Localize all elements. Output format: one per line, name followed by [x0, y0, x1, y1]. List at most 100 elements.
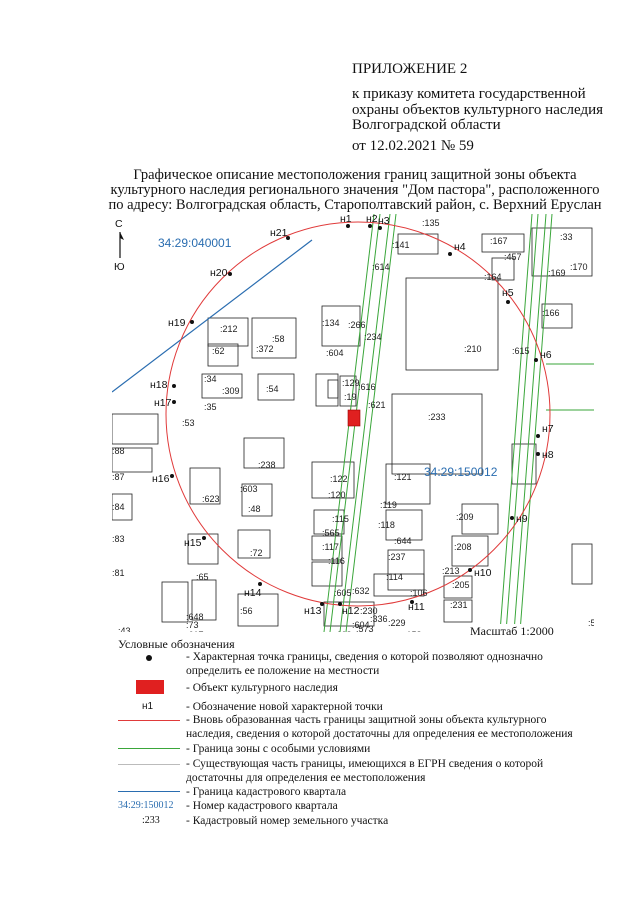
order-line-2: охраны объектов культурного наследия [352, 102, 604, 118]
parcel-label: :372 [256, 344, 274, 354]
parcel-label: :617 [186, 630, 204, 632]
boundary-point-н7 [536, 434, 540, 438]
parcel-label: :119 [380, 500, 397, 510]
quarter-label-2: 34:29:150012 [424, 465, 498, 479]
parcel-label: :81 [112, 568, 125, 578]
quarter-number-symbol: 34:29:150012 [118, 800, 174, 811]
boundary-point-label: н18 [150, 379, 168, 391]
parcel-label: :614 [372, 262, 390, 272]
parcel-label: :623 [202, 494, 220, 504]
boundary-point-label: н17 [154, 397, 172, 409]
boundary-point-label: н11 [408, 601, 425, 613]
parcel-label: :169 [548, 268, 566, 278]
boundary-point-label: н21 [270, 227, 288, 239]
legend-heading: Условные обозначения [118, 637, 235, 651]
boundary-point-н11 [410, 600, 414, 604]
parcel-label: :616 [358, 382, 376, 392]
parcel-label: :164 [484, 272, 502, 282]
parcel-label: :134 [322, 318, 340, 328]
parcel-label: :208 [454, 542, 472, 552]
parcel-label: :135 [422, 218, 440, 228]
legend-item-9: - Кадастровый номер земельного участка [186, 815, 389, 827]
parcel-label: :233 [428, 412, 446, 422]
parcel-label: :65 [196, 572, 209, 582]
legend-item-5: - Граница зоны с особыми условиями [186, 743, 371, 755]
quarter-boundary-line [112, 239, 313, 393]
boundary-point-label: н14 [244, 587, 262, 599]
existing-boundary-line-icon [118, 764, 180, 765]
parcel-label: :54 [266, 384, 279, 394]
boundary-point-label: н19 [168, 317, 186, 329]
parcel-label: :33 [560, 232, 573, 242]
parcel-label: :213 [442, 566, 460, 576]
parcel-label: :62 [212, 346, 225, 356]
quarter-label-1: 34:29:040001 [158, 236, 232, 250]
boundary-point-label: н15 [184, 537, 202, 549]
parcel-label: :309 [222, 386, 240, 396]
boundary-point-label: н2 [366, 214, 378, 225]
parcel-label: :234 [364, 332, 382, 342]
new-boundary-line-icon [118, 720, 180, 721]
parcel-label: :106 [410, 588, 428, 598]
boundary-point-н3 [378, 226, 382, 230]
parcel-label: :19 [344, 392, 357, 402]
boundary-point-н12 [338, 602, 342, 606]
order-line-1: к приказу комитета государственной [352, 86, 586, 102]
point-symbol-icon [146, 655, 152, 661]
parcel-outlines [112, 227, 593, 627]
parcel-label: :573 [356, 624, 374, 632]
compass-north: С [115, 218, 123, 230]
parcel-label: :565 [322, 528, 340, 538]
boundary-point-label: н9 [516, 513, 528, 525]
title-line-2: культурного наследия регионального значе… [110, 182, 600, 198]
parcel-labels: :135:141:614:167:457:33:169:170:164:166:… [112, 218, 594, 632]
parcel-label: :43 [118, 626, 131, 632]
compass-south: Ю [114, 261, 125, 273]
legend-item-7: - Граница кадастрового квартала [186, 786, 347, 798]
title-line-1: Графическое описание местоположения гран… [133, 167, 577, 183]
legend-item-8: - Номер кадастрового квартала [186, 800, 338, 812]
parcel-label: :603 [240, 484, 258, 494]
parcel-label: :170 [570, 262, 588, 272]
parcel-label: :212 [220, 324, 238, 334]
parcel-label: :87 [112, 472, 125, 482]
boundary-point-label: н16 [152, 473, 170, 485]
parcel-label: :108 [334, 630, 352, 632]
parcel-label: :605 [334, 588, 352, 598]
boundary-point-label: н4 [454, 241, 466, 253]
parcel-label: :73 [186, 620, 199, 630]
boundary-point-н21 [286, 236, 290, 240]
parcel-label: :648 [186, 612, 204, 622]
parcel-label: :209 [456, 512, 474, 522]
parcel-label: :129 [342, 378, 360, 388]
boundary-point-н18 [172, 384, 176, 388]
parcel-label: :72 [250, 548, 263, 558]
boundary-point-label: н3 [378, 215, 390, 227]
parcel-label: :604 [352, 620, 370, 630]
boundary-point-н8 [536, 452, 540, 456]
order-date: от 12.02.2021 № 59 [352, 138, 474, 154]
boundary-point-label: н1 [340, 214, 352, 225]
parcel-label: :117 [322, 542, 339, 552]
parcel-label: :122 [330, 474, 348, 484]
heritage-object-marker [347, 409, 361, 427]
legend-item-1: - Характерная точка границы, сведения о … [186, 651, 543, 677]
parcel-label: :58 [272, 334, 285, 344]
parcel-label: :166 [542, 308, 560, 318]
boundary-point-н15 [202, 536, 206, 540]
parcel-label: :83 [112, 534, 125, 544]
parcel-label: :55 [588, 618, 594, 628]
document-title: Графическое описание местоположения гран… [95, 168, 615, 213]
boundary-point-label: н6 [540, 349, 552, 361]
parcel-label: :205 [452, 580, 470, 590]
boundary-point-н20 [228, 272, 232, 276]
parcel-label: :121 [394, 472, 412, 482]
boundary-point-label: н8 [542, 449, 554, 461]
parcel-label: :84 [112, 502, 125, 512]
boundary-point-н13 [320, 602, 324, 606]
boundary-point-н9 [510, 516, 514, 520]
new-point-symbol: н1 [142, 701, 154, 712]
map-scale: Масштаб 1:2000 [468, 624, 556, 639]
